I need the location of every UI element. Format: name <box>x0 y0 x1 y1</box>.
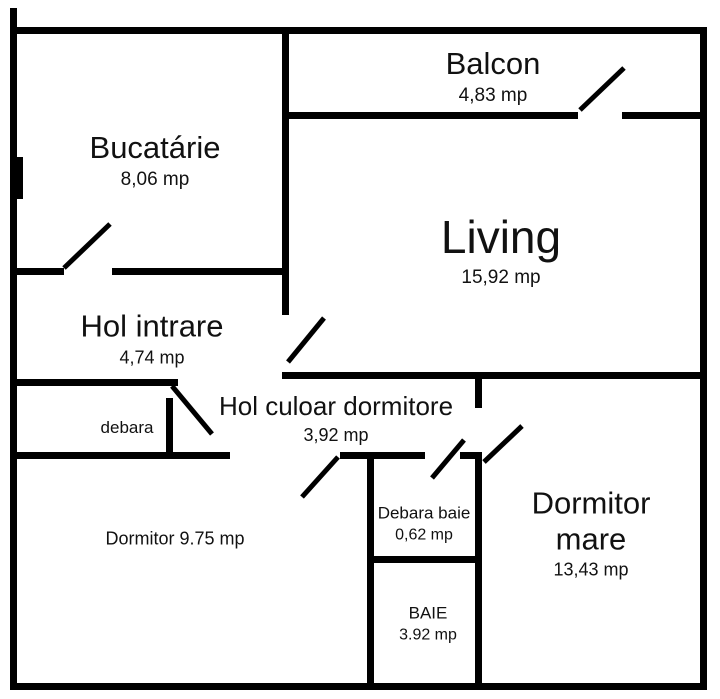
room-name-dormitor: Dormitor 9.75 mp <box>105 528 245 549</box>
room-name-debara-baie: Debara baie <box>377 503 471 523</box>
room-label-debara: debara <box>101 418 154 438</box>
wall-outer-left <box>10 8 17 690</box>
room-area-debara-baie: 0,62 mp <box>395 526 453 544</box>
room-name-baie: BAIE <box>408 603 448 623</box>
room-area-baie: 3.92 mp <box>399 626 457 644</box>
room-label-baie: BAIE 3.92 mp <box>399 604 457 645</box>
room-label-debara-baie: Debara baie 0,62 mp <box>378 504 471 545</box>
room-area-bucatarie: 8,06 mp <box>120 168 190 190</box>
room-name-hol-intrare: Hol intrare <box>80 308 224 344</box>
room-label-dormitor-mare: Dormitor mare 13,43 mp <box>501 486 681 581</box>
wall-corridor-dormitormare-top <box>475 372 482 408</box>
door-swing-bucatarie <box>62 222 112 270</box>
wall-kitchen-living-vertical <box>282 27 289 315</box>
door-swing-dormitor <box>300 455 340 499</box>
room-area-dormitor-mare: 13,43 mp <box>553 559 629 580</box>
wall-left-pier <box>10 157 23 199</box>
wall-dormitor-top-left <box>10 452 230 459</box>
wall-debara-top <box>10 379 178 386</box>
wall-outer-bottom <box>10 683 707 690</box>
room-name-balcon: Balcon <box>445 45 541 81</box>
room-area-hol-culoar: 3,92 mp <box>303 425 369 446</box>
room-label-hol-intrare: Hol intrare 4,74 mp <box>81 308 224 367</box>
wall-dormitor-debarabaie <box>367 452 374 690</box>
room-area-living: 15,92 mp <box>461 267 541 289</box>
room-label-balcon: Balcon 4,83 mp <box>446 46 541 106</box>
door-swing-balcon <box>578 66 626 112</box>
room-area-balcon: 4,83 mp <box>458 84 528 106</box>
room-name-living: Living <box>440 211 562 264</box>
room-name-hol-culoar: Hol culoar dormitore <box>218 391 454 422</box>
wall-balcon-living-left <box>282 112 578 119</box>
room-label-dormitor: Dormitor 9.75 mp <box>105 529 244 550</box>
room-label-living: Living 15,92 mp <box>441 211 561 289</box>
wall-dormitor-top-right <box>460 452 482 459</box>
door-swing-dormitor-mare <box>482 424 524 464</box>
wall-bucatarie-hol-right <box>112 268 289 275</box>
wall-outer-top <box>10 27 707 34</box>
wall-living-bottom <box>282 372 707 379</box>
wall-bucatarie-hol-left <box>10 268 64 275</box>
door-swing-living <box>286 316 326 364</box>
room-area-hol-intrare: 4,74 mp <box>119 346 185 367</box>
wall-debarabaie-baie <box>367 556 482 563</box>
room-label-hol-culoar: Hol culoar dormitore 3,92 mp <box>218 391 454 446</box>
room-name-bucatarie: Bucatárie <box>89 129 221 165</box>
room-name-debara: debara <box>100 418 154 438</box>
room-name-dormitor-mare: Dormitor mare <box>531 485 651 557</box>
wall-debara-right <box>166 398 173 459</box>
room-label-bucatarie: Bucatárie 8,06 mp <box>90 130 221 190</box>
wall-corridor-dormitormare-main <box>475 458 482 690</box>
door-swing-debara <box>170 384 214 436</box>
wall-outer-right <box>700 27 707 690</box>
wall-balcon-living-right <box>622 112 707 119</box>
wall-dormitor-top-mid <box>340 452 425 459</box>
